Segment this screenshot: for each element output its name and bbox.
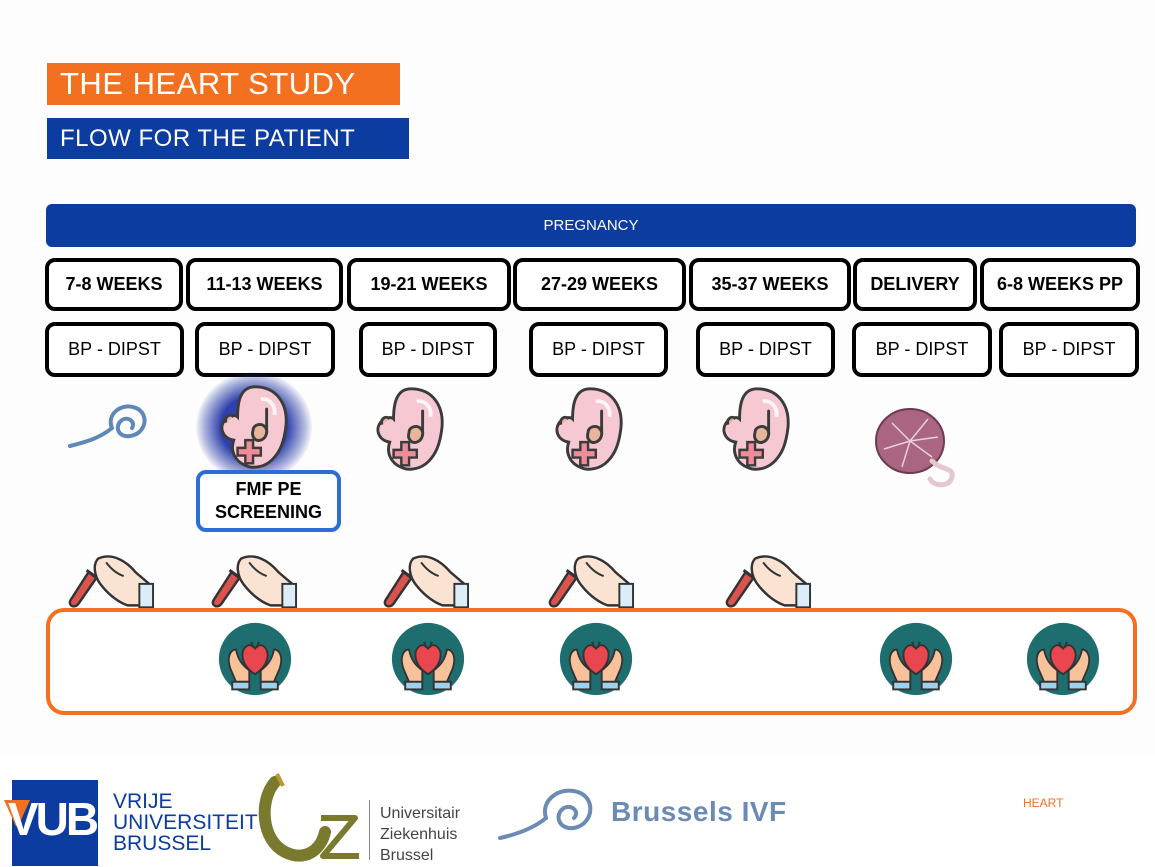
uz-divider xyxy=(369,800,370,860)
fetus-icon xyxy=(547,384,633,476)
slide-title: THE HEART STUDY xyxy=(47,63,400,105)
bp-dipst-box: BP - DIPST xyxy=(696,322,835,377)
heart-in-hands-icon xyxy=(217,621,293,697)
vub-logo xyxy=(12,780,98,866)
week-box-27-29: 27-29 WEEKS xyxy=(513,258,686,311)
blood-tube-hand-icon xyxy=(210,548,298,608)
bp-dipst-box: BP - DIPST xyxy=(999,322,1139,377)
uz-logo xyxy=(258,773,359,862)
bp-dipst-box: BP - DIPST xyxy=(45,322,184,377)
heart-in-hands-icon xyxy=(1025,621,1101,697)
bp-dipst-box: BP - DIPST xyxy=(195,322,335,377)
blood-tube-hand-icon xyxy=(724,548,812,608)
slide-subtitle: FLOW FOR THE PATIENT xyxy=(47,118,409,159)
bp-dipst-box: BP - DIPST xyxy=(529,322,668,377)
fetus-icon xyxy=(714,384,800,476)
sperm-icon xyxy=(68,404,147,448)
fetus-icon xyxy=(368,384,454,476)
blood-tube-hand-icon xyxy=(67,548,155,608)
heart-in-hands-icon xyxy=(390,621,466,697)
heart-in-hands-icon xyxy=(558,621,634,697)
week-box-7-8: 7-8 WEEKS xyxy=(45,258,183,311)
week-box-35-37: 35-37 WEEKS xyxy=(689,258,851,311)
week-box-19-21: 19-21 WEEKS xyxy=(347,258,511,311)
week-box-6-8-pp: 6-8 WEEKS PP xyxy=(980,258,1140,311)
blood-tube-hand-icon xyxy=(547,548,635,608)
week-box-11-13: 11-13 WEEKS xyxy=(186,258,343,311)
brussels-ivf-logo-text: Brussels IVF xyxy=(611,796,787,827)
bp-dipst-box: BP - DIPST xyxy=(852,322,992,377)
heart-footer-tag: HEART xyxy=(1023,796,1064,810)
vub-logo-text: VUB xyxy=(8,793,99,845)
placenta-icon xyxy=(875,408,955,488)
fmf-label-line2: SCREENING xyxy=(214,502,322,522)
week-box-delivery: DELIVERY xyxy=(853,258,977,311)
heart-in-hands-icon xyxy=(878,621,954,697)
fmf-pe-screening-box: FMF PE SCREENING xyxy=(196,470,341,532)
blood-tube-hand-icon xyxy=(382,548,470,608)
fetus-icon xyxy=(210,382,300,474)
brussels-ivf-logo-icon xyxy=(498,788,593,840)
pregnancy-bar: PREGNANCY xyxy=(46,204,1136,247)
bp-dipst-box: BP - DIPST xyxy=(359,322,497,377)
vub-name: VRIJE UNIVERSITEIT BRUSSEL xyxy=(113,790,258,855)
uz-name: Universitair Ziekenhuis Brussel xyxy=(380,805,461,864)
fmf-label-line1: FMF PE xyxy=(235,479,302,499)
